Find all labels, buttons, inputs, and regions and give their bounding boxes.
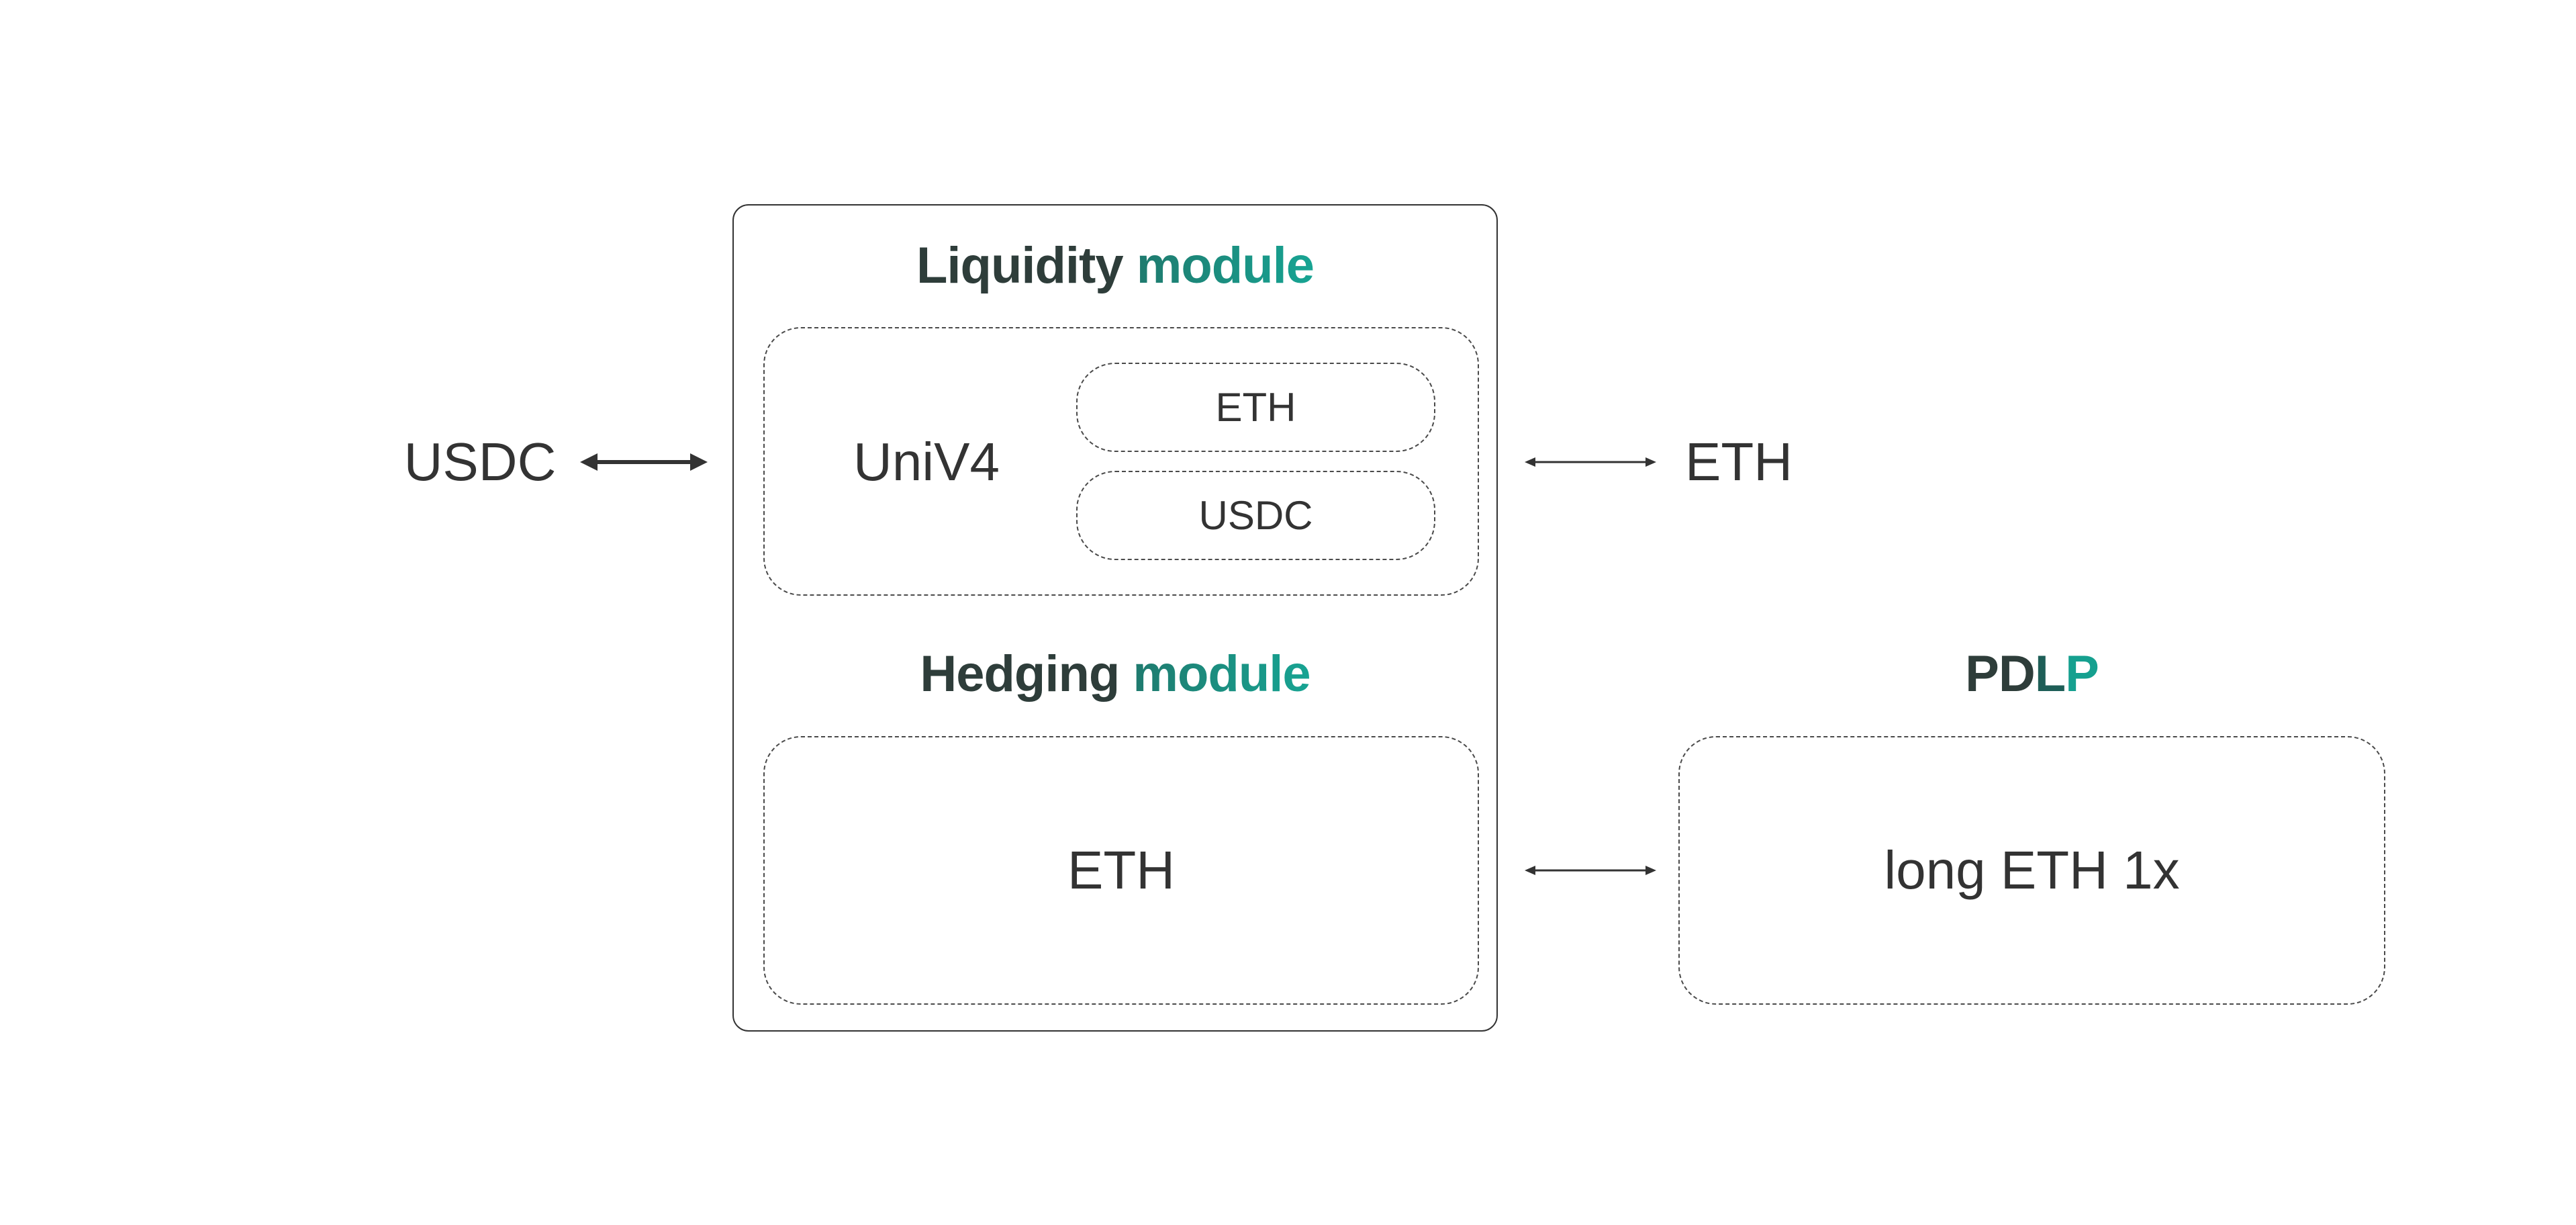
hedging-title-module-word: module: [1133, 645, 1310, 702]
hedging-module-title: Hedging module: [732, 640, 1498, 707]
pool-asset-usdc: USDC: [1076, 471, 1435, 560]
pdlp-position: long ETH 1x: [1884, 840, 2180, 900]
left-bidirectional-arrow-icon: [580, 453, 708, 471]
pdlp-title-part3: P: [2065, 645, 2099, 702]
hedging-asset-box: ETH: [763, 736, 1479, 1005]
vault-container: [732, 204, 1498, 1032]
left-token-label: USDC: [403, 432, 557, 492]
pool-asset-eth: ETH: [1076, 363, 1435, 452]
right-bidirectional-arrow-top-icon: [1525, 457, 1656, 467]
hedging-asset: ETH: [1067, 840, 1175, 900]
liquidity-pool-box: [763, 327, 1479, 596]
right-token-label: ETH: [1685, 432, 1793, 492]
hedging-title-word: Hedging: [920, 645, 1120, 702]
pdlp-position-box: long ETH 1x: [1678, 736, 2385, 1005]
pdlp-title-part2: L: [2034, 645, 2066, 702]
liquidity-title-word: Liquidity: [916, 236, 1124, 294]
liquidity-title-module-word: module: [1136, 236, 1315, 294]
pdlp-title-part1: PD: [1965, 645, 2036, 702]
liquidity-module-title: Liquidity module: [732, 232, 1498, 299]
right-bidirectional-arrow-bottom-icon: [1525, 866, 1656, 875]
pool-name: UniV4: [853, 432, 1000, 492]
